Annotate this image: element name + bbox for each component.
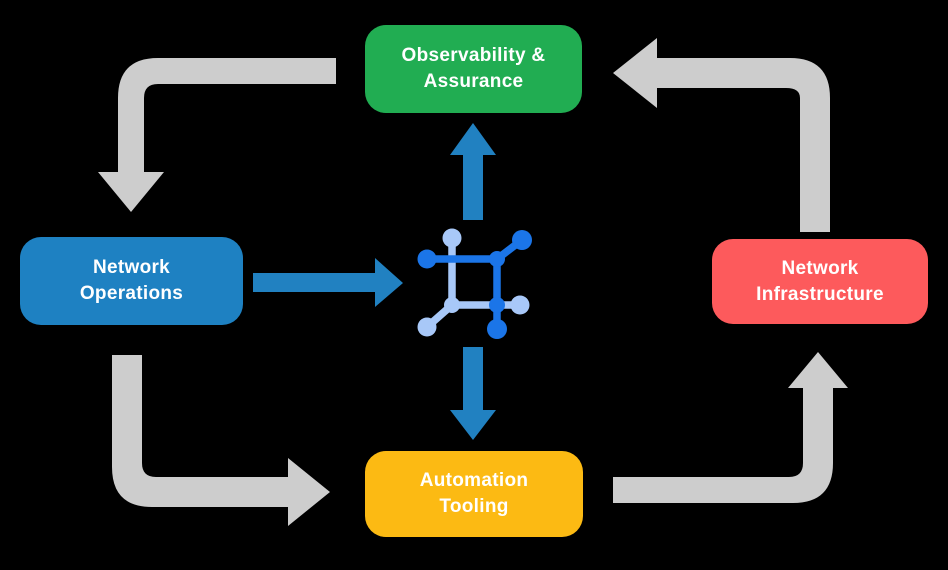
node-automation-tooling: Automation Tooling [365,451,583,537]
node-label-line: Network [92,257,171,278]
arrow-infrastructure-to-observability [613,38,830,232]
node-network-infrastructure: Network Infrastructure [712,239,928,324]
node-label-line: Infrastructure [756,283,884,305]
arrow-center-to-observability [450,123,496,220]
arrow-operations-to-center [253,258,403,307]
node-label-line: Tooling [439,496,509,517]
icon-dark-corner-node-top [489,251,505,267]
node-label-line: Assurance [423,71,524,92]
icon-light-corner-node [444,297,460,313]
network-nodes-icon [417,228,532,339]
node-label-line: Observability & [401,45,546,66]
icon-light-node-bottom-left [417,317,437,337]
icon-light-node-right [510,295,530,315]
icon-dark-node-top-right [512,230,532,250]
arrow-center-to-tooling [450,347,496,440]
node-label-line: Operations [79,283,184,304]
arrow-operations-to-tooling [112,355,330,526]
icon-light-node-top [442,228,462,248]
icon-dark-corner-node-bottom [489,297,505,313]
node-observability-assurance: Observability & Assurance [365,25,582,113]
arrow-observability-to-operations [98,58,336,212]
node-label-line: Network [781,257,859,279]
node-network-operations: Network Operations [20,237,243,325]
icon-dark-node-left [417,249,437,269]
icon-dark-node-bottom [487,319,507,339]
arrow-tooling-to-infrastructure [613,352,848,503]
node-label-line: Automation [419,470,529,491]
